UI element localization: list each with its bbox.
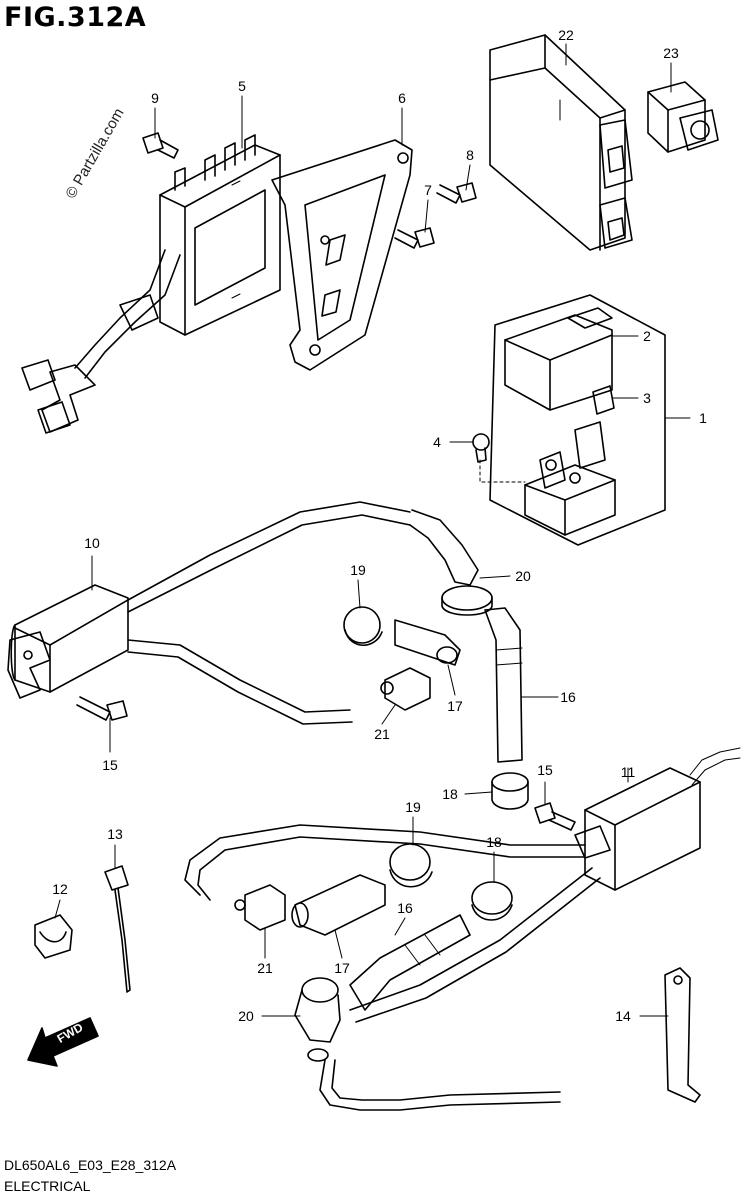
clip-14[interactable] bbox=[664, 967, 701, 1103]
callout-6: 6 bbox=[398, 90, 406, 106]
plug-cap-20-upper[interactable] bbox=[409, 509, 493, 616]
callout-18-upper: 18 bbox=[442, 786, 458, 802]
seal-19-upper[interactable] bbox=[343, 606, 383, 646]
callout-18-lower: 18 bbox=[486, 834, 502, 850]
bracket[interactable] bbox=[271, 139, 413, 371]
callout-15-lower: 15 bbox=[537, 762, 553, 778]
seal-18-upper[interactable] bbox=[491, 772, 529, 810]
ecm-unit[interactable] bbox=[489, 34, 633, 251]
plug-cap-20-lower[interactable] bbox=[294, 977, 341, 1062]
callout-20-upper: 20 bbox=[515, 568, 531, 584]
ignition-coil-rear[interactable] bbox=[574, 747, 741, 891]
bolt-9[interactable] bbox=[142, 132, 179, 159]
callout-3: 3 bbox=[643, 390, 651, 406]
bolt-15-upper[interactable] bbox=[76, 696, 128, 721]
callout-17-upper: 17 bbox=[447, 698, 463, 714]
callout-22: 22 bbox=[558, 27, 574, 43]
callout-12: 12 bbox=[52, 881, 68, 897]
cable-tie-13[interactable] bbox=[104, 865, 131, 993]
callout-23: 23 bbox=[663, 45, 679, 61]
callout-20-lower: 20 bbox=[238, 1008, 254, 1024]
callout-5: 5 bbox=[238, 78, 246, 94]
callout-13: 13 bbox=[107, 826, 123, 842]
grommet-21-lower[interactable] bbox=[234, 884, 286, 931]
ht-lead-rear[interactable] bbox=[184, 824, 601, 1111]
regulator-rectifier[interactable] bbox=[21, 134, 281, 434]
screw-4[interactable] bbox=[472, 433, 490, 463]
bolt-15-lower[interactable] bbox=[534, 802, 576, 831]
callout-7: 7 bbox=[424, 182, 432, 198]
callout-11: 11 bbox=[620, 764, 636, 780]
plug-cap-16-lower[interactable] bbox=[349, 914, 471, 1011]
callout-21-upper: 21 bbox=[374, 726, 390, 742]
callout-9: 9 bbox=[151, 90, 159, 106]
starter-relay-assembly[interactable] bbox=[489, 294, 666, 546]
plug-cap-16-upper[interactable] bbox=[484, 607, 523, 763]
callout-14: 14 bbox=[615, 1008, 631, 1024]
callout-8: 8 bbox=[466, 147, 474, 163]
callout-15-upper: 15 bbox=[102, 757, 118, 773]
seal-18-lower[interactable] bbox=[471, 881, 513, 921]
fwd-arrow bbox=[27, 1017, 99, 1067]
section-name: ELECTRICAL bbox=[4, 1178, 91, 1194]
relay-23[interactable] bbox=[647, 81, 719, 153]
bolt-8[interactable] bbox=[436, 182, 477, 204]
callout-16-upper: 16 bbox=[560, 689, 576, 705]
callout-17-lower: 17 bbox=[334, 960, 350, 976]
diagram-code: DL650AL6_E03_E28_312A bbox=[4, 1157, 177, 1173]
seal-19-lower[interactable] bbox=[389, 843, 433, 888]
callout-2: 2 bbox=[643, 328, 651, 344]
grommet-21-upper[interactable] bbox=[380, 667, 431, 711]
figure-title: FIG.312A bbox=[4, 2, 147, 33]
leader-lines bbox=[54, 43, 691, 1017]
callout-4: 4 bbox=[433, 434, 441, 450]
clamp-12[interactable] bbox=[34, 914, 73, 959]
callout-10: 10 bbox=[84, 535, 100, 551]
callout-21-lower: 21 bbox=[257, 960, 273, 976]
callout-19-lower: 19 bbox=[405, 799, 421, 815]
boot-17-upper[interactable] bbox=[394, 619, 461, 666]
callout-1: 1 bbox=[699, 410, 707, 426]
boot-17-lower[interactable] bbox=[291, 874, 386, 936]
bolt-7[interactable] bbox=[394, 227, 435, 249]
ht-lead-front[interactable] bbox=[127, 501, 411, 725]
callout-19-upper: 19 bbox=[350, 562, 366, 578]
callout-16-lower: 16 bbox=[397, 900, 413, 916]
ignition-coil-front[interactable] bbox=[7, 584, 129, 699]
